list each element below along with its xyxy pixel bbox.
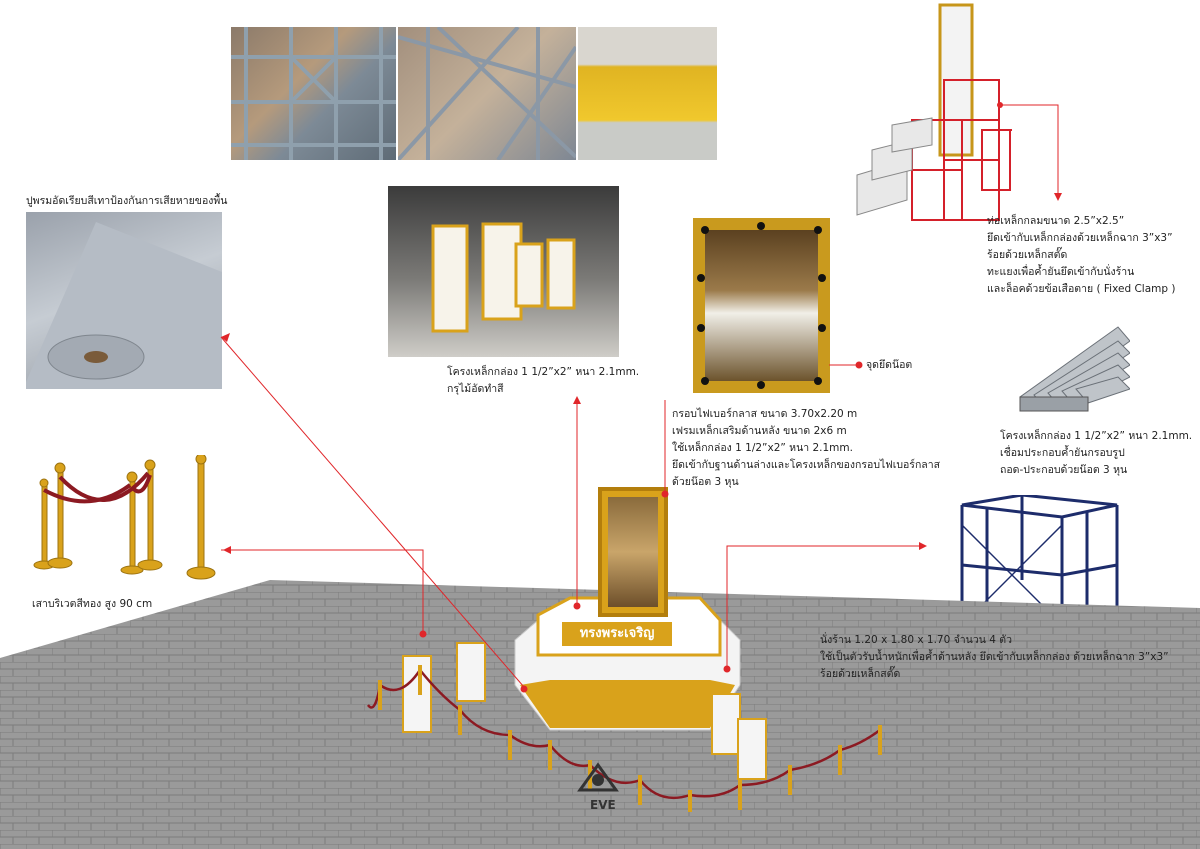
caption-steel-box-line-2: เชื่อมประกอบค้ำยันกรอบรูป bbox=[1000, 447, 1125, 459]
caption-pipe-line-4: ทะแยงเพื่อค้ำยันยึดเข้ากับนั่งร้าน bbox=[987, 266, 1135, 278]
caption-scaffold-line-1: นั่งร้าน 1.20 x 1.80 x 1.70 จำนวน 4 ตัว bbox=[820, 634, 1012, 646]
caption-pipe-line-5: และล็อคด้วยข้อเสือตาย ( Fixed Clamp ) bbox=[987, 283, 1176, 295]
logo: EVE bbox=[568, 760, 628, 820]
caption-steel-box: โครงเหล็กกล่อง 1 1/2”x2” หนา 2.1mm. เชื่… bbox=[1000, 428, 1192, 479]
caption-pipe-line-2: ยึดเข้ากับเหล็กกล่องด้วยเหล็กฉาก 3”x3” bbox=[987, 232, 1173, 244]
caption-carpet: ปูพรมอัดเรียบสีเทาป้องกันการเสียหายของพื… bbox=[26, 195, 228, 207]
steel-frame-photo-1 bbox=[231, 27, 396, 160]
gold-stanchions-illustration bbox=[33, 455, 216, 580]
pipe-structure-illustration bbox=[856, 3, 1012, 221]
caption-fiberglass-line-4: ยึดเข้ากับฐานด้านล่างและโครงเหล็กของกรอบ… bbox=[672, 459, 941, 471]
caption-fiberglass-frame: กรอบไฟเบอร์กลาส ขนาด 3.70x2.20 m เฟรมเหล… bbox=[672, 406, 940, 491]
scaffold-illustration bbox=[960, 495, 1119, 633]
caption-bolt-point: จุดยึดน๊อต bbox=[866, 359, 913, 371]
podium-portrait bbox=[598, 487, 668, 617]
logo-icon bbox=[577, 762, 619, 792]
caption-pipe-line-3: ร้อยด้วยเหล็กสตั๊ด bbox=[987, 249, 1068, 261]
caption-steel-box-line-3: ถอด-ประกอบด้วยน๊อต 3 หุน bbox=[1000, 464, 1128, 476]
caption-scaffold-line-3: ร้อยด้วยเหล็กสตั๊ด bbox=[820, 668, 901, 680]
caption-pipe-line-1: ท่อเหล็กกลมขนาด 2.5”x2.5” bbox=[987, 215, 1125, 227]
podium-sign: ทรงพระเจริญ bbox=[579, 626, 655, 641]
caption-fiberglass-line-3: ใช้เหล็กกล่อง 1 1/2”x2” หนา 2.1mm. bbox=[672, 442, 853, 454]
caption-fiberglass-line-5: ด้วยน๊อต 3 หุน bbox=[672, 476, 739, 488]
steel-box-tubes-illustration bbox=[1019, 326, 1130, 412]
pillar-1 bbox=[402, 655, 432, 733]
main-podium-illustration bbox=[514, 596, 741, 731]
caption-stanchion: เสาบริเวตสีทอง สูง 90 cm bbox=[32, 598, 153, 610]
framed-portrait-photo bbox=[693, 218, 830, 393]
caption-round-pipe: ท่อเหล็กกลมขนาด 2.5”x2.5” ยึดเข้ากับเหล็… bbox=[987, 213, 1175, 298]
yellow-panel-photo bbox=[578, 27, 717, 160]
caption-scaffold-line-2: ใช้เป็นตัวรับน้ำหนักเพื่อค้ำด้านหลัง ยึด… bbox=[820, 651, 1169, 663]
steel-frame-photo-2 bbox=[398, 27, 576, 160]
caption-podium-line-1: โครงเหล็กกล่อง 1 1/2”x2” หนา 2.1mm. bbox=[447, 366, 640, 378]
caption-scaffold: นั่งร้าน 1.20 x 1.80 x 1.70 จำนวน 4 ตัว … bbox=[820, 632, 1169, 683]
pillar-4 bbox=[737, 718, 767, 780]
podium-columns-photo bbox=[388, 186, 619, 357]
pillar-2 bbox=[456, 642, 486, 702]
caption-podium-line-2: กรุไม้อัดทำสี bbox=[447, 383, 504, 395]
carpet-roll-photo bbox=[26, 212, 222, 389]
logo-text: EVE bbox=[590, 798, 616, 812]
caption-steel-box-line-1: โครงเหล็กกล่อง 1 1/2”x2” หนา 2.1mm. bbox=[1000, 430, 1193, 442]
caption-podium: โครงเหล็กกล่อง 1 1/2”x2” หนา 2.1mm. กรุไ… bbox=[447, 364, 639, 398]
caption-fiberglass-line-1: กรอบไฟเบอร์กลาส ขนาด 3.70x2.20 m bbox=[672, 408, 858, 420]
caption-fiberglass-line-2: เฟรมเหล็กเสริมด้านหลัง ขนาด 2x6 m bbox=[672, 425, 847, 437]
